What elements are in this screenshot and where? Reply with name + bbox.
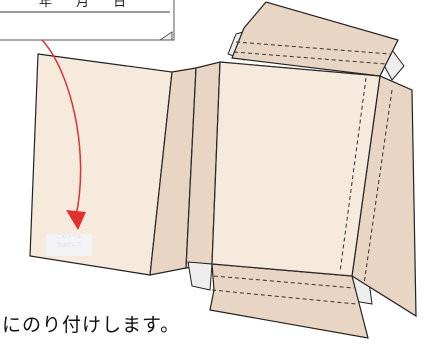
instruction-caption: にのり付けします。: [2, 314, 181, 336]
red-arrowhead-icon: [66, 210, 86, 230]
red-arrow-icon: [41, 39, 82, 217]
date-callout-box: [0, 0, 175, 41]
sticker-label: [46, 234, 92, 256]
corner-tab-bottom-left: [187, 261, 213, 291]
sticker-line-1: このラベル: [56, 234, 82, 240]
date-label: 年 月 日: [38, 0, 137, 10]
fold-lines: [149, 41, 393, 305]
sticker-text: このラベル をはがして: [49, 233, 89, 263]
sticker-line-2: をはがして: [56, 242, 82, 248]
top-flap: [231, 1, 399, 77]
center-panel: [211, 61, 381, 277]
